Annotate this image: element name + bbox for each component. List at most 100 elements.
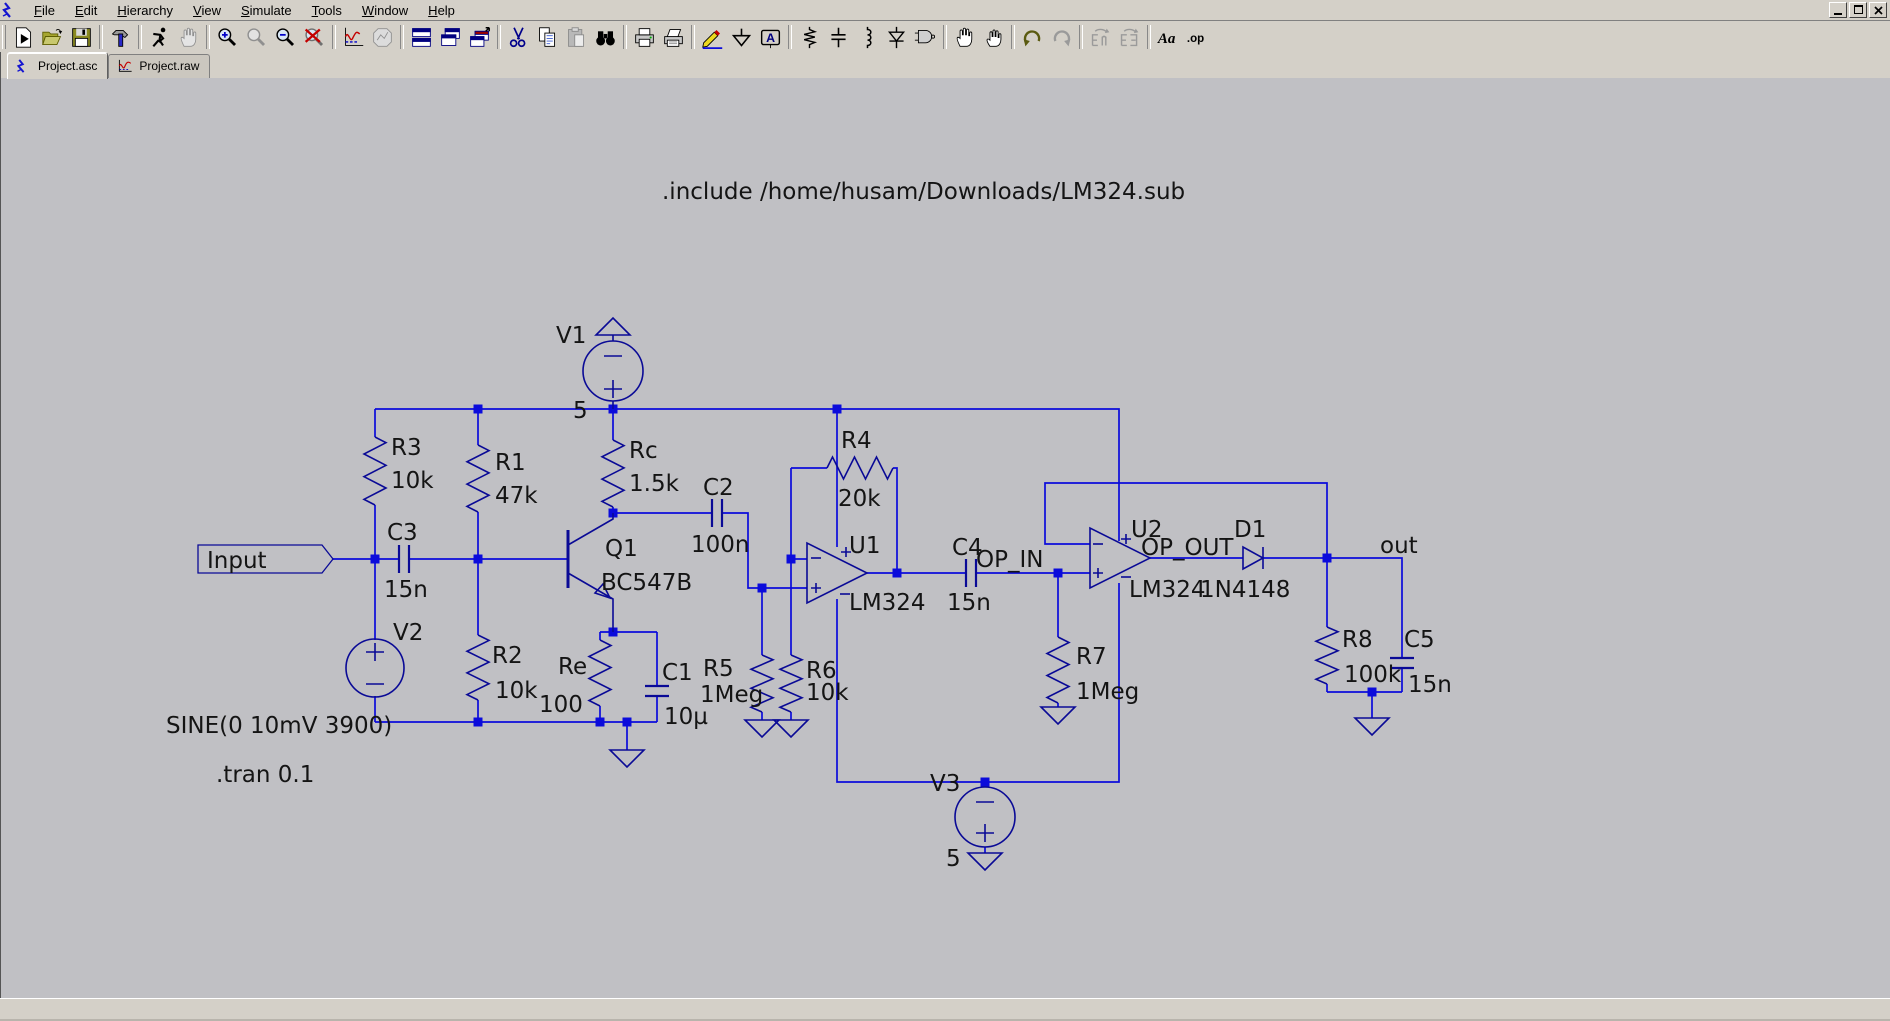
zoom-out-button[interactable] <box>272 23 299 50</box>
net-label-op-in[interactable]: OP_IN <box>976 547 1043 573</box>
new-schematic-window-button[interactable] <box>466 23 493 50</box>
place-resistor-button[interactable] <box>796 23 823 50</box>
run-button[interactable] <box>146 23 173 50</box>
menu-view[interactable]: View <box>193 2 221 18</box>
label-Re-value[interactable]: 100 <box>539 692 583 718</box>
label-R3-value[interactable]: 10k <box>391 468 434 494</box>
label-R7-value[interactable]: 1Meg <box>1076 679 1139 705</box>
capacitor-C2[interactable] <box>710 499 724 527</box>
net-label-op-out[interactable]: OP_OUT <box>1141 535 1234 561</box>
label-Q1-name[interactable]: Q1 <box>605 536 638 562</box>
place-ground-button[interactable] <box>728 23 755 50</box>
resistor-R1[interactable] <box>465 444 491 513</box>
print-button[interactable] <box>631 23 658 50</box>
place-text-button[interactable]: Aa <box>1155 23 1182 50</box>
label-R8-name[interactable]: R8 <box>1342 627 1373 653</box>
label-R6-value[interactable]: 10k <box>806 680 849 706</box>
place-inductor-button[interactable] <box>854 23 881 50</box>
label-V2-value[interactable]: SINE(0 10mV 3900) <box>166 713 392 739</box>
label-R1-value[interactable]: 47k <box>495 483 538 509</box>
run-netlist-button[interactable] <box>10 23 37 50</box>
menu-simulate[interactable]: Simulate <box>240 2 292 18</box>
net-label-out[interactable]: out <box>1380 533 1418 559</box>
tab-project-asc[interactable]: Project.asc <box>7 52 109 79</box>
place-component-button[interactable] <box>912 23 939 50</box>
label-Rc-name[interactable]: Rc <box>629 438 658 464</box>
menu-window[interactable]: Window <box>361 2 409 18</box>
vsource-V2[interactable] <box>345 638 405 698</box>
label-V2-name[interactable]: V2 <box>393 620 423 646</box>
resistor-R7[interactable] <box>1045 636 1071 704</box>
capacitor-C3[interactable] <box>397 545 411 573</box>
label-R2-value[interactable]: 10k <box>495 678 538 704</box>
label-V1-name[interactable]: V1 <box>556 323 586 349</box>
find-button[interactable] <box>592 23 619 50</box>
place-capacitor-button[interactable] <box>825 23 852 50</box>
resistor-R3[interactable] <box>362 436 388 506</box>
move-button[interactable] <box>951 23 978 50</box>
place-net-label-button[interactable]: A <box>757 23 784 50</box>
vsource-V3[interactable] <box>954 786 1016 848</box>
open-file-button[interactable] <box>39 23 66 50</box>
label-R6-name[interactable]: R6 <box>806 658 837 684</box>
label-U2-value[interactable]: LM324 <box>1129 577 1206 603</box>
directive-include[interactable]: .include /home/husam/Downloads/LM324.sub <box>662 179 1185 205</box>
label-Re-name[interactable]: Re <box>558 654 587 680</box>
copy-button[interactable] <box>534 23 561 50</box>
port-flag-input[interactable]: Input <box>197 544 334 574</box>
label-R3-name[interactable]: R3 <box>391 435 422 461</box>
menu-edit[interactable]: Edit <box>74 2 98 18</box>
label-C5-name[interactable]: C5 <box>1404 627 1435 653</box>
undo-button[interactable] <box>1019 23 1046 50</box>
label-Rc-value[interactable]: 1.5k <box>629 471 680 497</box>
zoom-full-extents-button[interactable] <box>301 23 328 50</box>
directive-tran[interactable]: .tran 0.1 <box>216 762 314 788</box>
schematic-canvas[interactable]: Input V1 5 R3 10k R1 47k Rc 1.5k C3 15n … <box>0 78 1890 998</box>
menu-help[interactable]: Help <box>428 2 455 18</box>
halt-button[interactable] <box>175 23 202 50</box>
label-C3-name[interactable]: C3 <box>387 520 418 546</box>
draw-wire-button[interactable] <box>699 23 726 50</box>
control-panel-button[interactable] <box>107 23 134 50</box>
redo-button[interactable] <box>1048 23 1075 50</box>
label-R4-value[interactable]: 20k <box>838 486 881 512</box>
schematic-labels[interactable]: V1 5 R3 10k R1 47k Rc 1.5k C3 15n Q1 BC5… <box>166 179 1452 872</box>
resistor-R4[interactable] <box>826 455 894 481</box>
tab-project-raw[interactable]: Project.raw <box>108 54 211 78</box>
efficiency-report-button[interactable] <box>369 23 396 50</box>
opamp-U2[interactable] <box>1089 526 1152 590</box>
capacitor-C1[interactable] <box>645 684 669 698</box>
cascade-windows-button[interactable] <box>437 23 464 50</box>
tile-windows-button[interactable] <box>408 23 435 50</box>
resistor-R8[interactable] <box>1313 626 1341 685</box>
zoom-area-button[interactable] <box>243 23 270 50</box>
resistor-R2[interactable] <box>465 634 491 701</box>
mirror-button[interactable] <box>1087 23 1114 50</box>
label-V3-value[interactable]: 5 <box>946 846 961 872</box>
label-R5-value[interactable]: 1Meg <box>700 682 763 708</box>
restore-button[interactable] <box>1849 2 1867 18</box>
label-R2-name[interactable]: R2 <box>492 643 523 669</box>
label-D1-value[interactable]: 1N4148 <box>1200 577 1290 603</box>
label-C2-value[interactable]: 100n <box>691 532 749 558</box>
transistor-Q1[interactable] <box>566 513 614 632</box>
close-button[interactable] <box>1869 2 1887 18</box>
resistor-R6[interactable] <box>777 654 805 713</box>
schematic[interactable]: Input V1 5 R3 10k R1 47k Rc 1.5k C3 15n … <box>1 78 1890 998</box>
diode-D1[interactable] <box>1242 545 1265 571</box>
resistor-Re[interactable] <box>587 639 613 707</box>
label-R8-value[interactable]: 100k <box>1344 662 1402 688</box>
opamp-U1[interactable] <box>806 541 869 605</box>
label-C2-name[interactable]: C2 <box>703 475 734 501</box>
label-R4-name[interactable]: R4 <box>841 428 872 454</box>
label-U1-name[interactable]: U1 <box>849 533 880 559</box>
label-C1-value[interactable]: 10µ <box>664 704 708 730</box>
capacitor-C4[interactable] <box>964 559 978 587</box>
label-C3-value[interactable]: 15n <box>384 577 428 603</box>
vsource-V1[interactable] <box>582 335 644 409</box>
label-U1-value[interactable]: LM324 <box>849 590 926 616</box>
label-R1-name[interactable]: R1 <box>495 450 526 476</box>
zoom-in-button[interactable] <box>214 23 241 50</box>
spice-directive-button[interactable]: .op <box>1184 23 1211 50</box>
resistor-Rc[interactable] <box>600 439 626 508</box>
